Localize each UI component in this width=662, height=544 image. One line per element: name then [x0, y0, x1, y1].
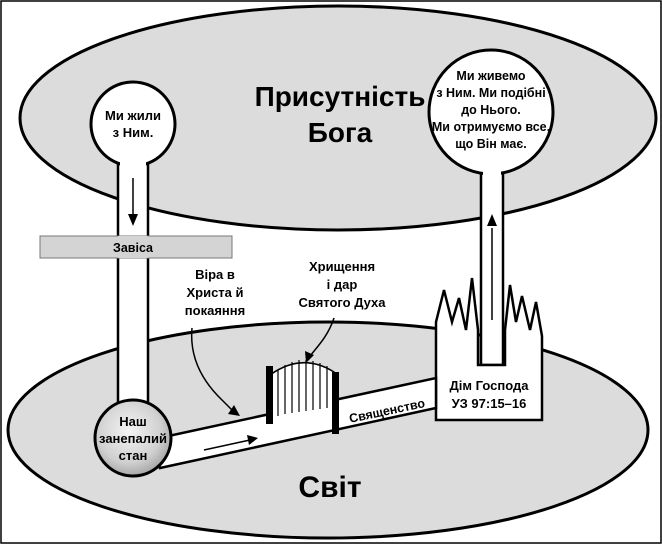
right-bubble-line3: до Нього. — [461, 103, 521, 117]
baptism-pointer — [309, 317, 335, 357]
temple-line2: УЗ 97:15–16 — [452, 396, 527, 411]
right-bubble-line1: Ми живемо — [456, 69, 526, 83]
presence-title-line2: Бога — [308, 117, 373, 148]
fallen-state-orb — [93, 398, 173, 478]
veil-label: Завіса — [113, 241, 154, 255]
baptism-line3: Святого Духа — [299, 295, 387, 310]
fallen-state-line3: стан — [119, 448, 148, 463]
faith-line2: Христа й — [186, 285, 243, 300]
right-bubble-line2: з Ним. Ми подібні — [436, 86, 545, 100]
baptism-line1: Хрищення — [309, 259, 375, 274]
path-arrow-1-head — [247, 435, 258, 445]
fallen-state-line1: Наш — [119, 414, 146, 429]
baptism-line2: і дар — [327, 277, 358, 292]
faith-pointer — [190, 327, 233, 411]
ascent-column-joint — [483, 160, 501, 180]
path-arrow-1-shaft — [203, 439, 251, 451]
temple-line1: Дім Господа — [450, 378, 530, 393]
world-title: Світ — [298, 471, 361, 504]
faith-pointer-head — [228, 405, 240, 416]
fallen-state-line2: занепалий — [99, 431, 167, 446]
baptism-gate — [266, 360, 339, 434]
left-bubble-line1: Ми жили — [105, 108, 161, 123]
temple-shape — [434, 277, 544, 422]
right-bubble-line5: що Він має. — [455, 137, 526, 151]
up-arrow-head — [487, 214, 497, 226]
left-bubble-line2: з Ним. — [113, 125, 154, 140]
down-arrow-head — [128, 214, 138, 226]
veil-over-column — [118, 236, 148, 258]
faith-line1: Віра в — [195, 267, 235, 282]
presence-title-line1: Присутність — [255, 81, 426, 112]
right-bubble-line4: Ми отримуємо все, — [432, 120, 550, 134]
descent-column-joint — [120, 150, 146, 170]
faith-line3: покаяння — [185, 303, 245, 318]
baptism-pointer-head — [305, 351, 314, 363]
